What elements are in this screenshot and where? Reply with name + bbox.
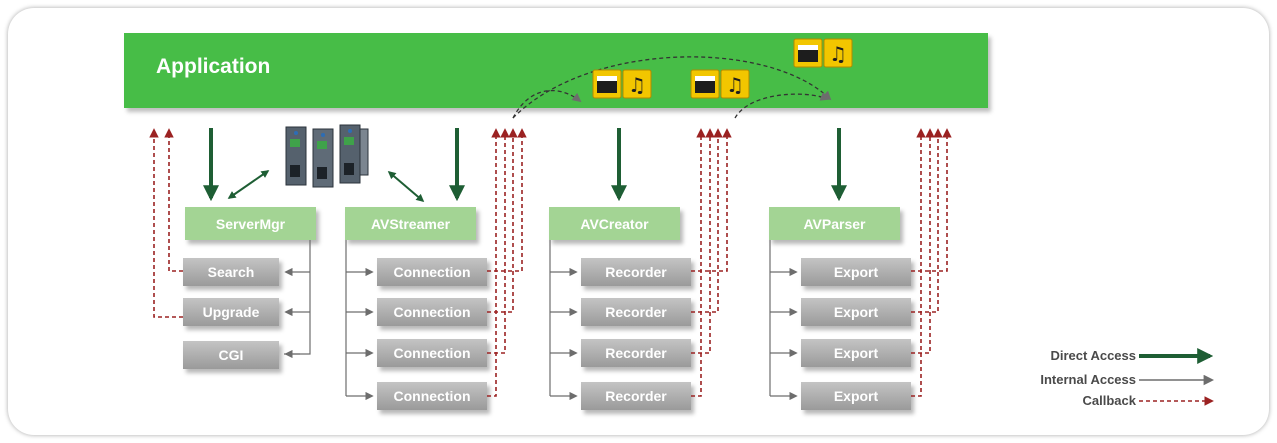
avcreator-recorder-2: Recorder <box>581 298 691 326</box>
component-servermgr: ServerMgr <box>185 207 316 240</box>
avparser-export-4: Export <box>801 382 911 410</box>
avcreator-recorder-1: Recorder <box>581 258 691 286</box>
avparser-export-3: Export <box>801 339 911 367</box>
legend-direct-label: Direct Access <box>1050 348 1136 363</box>
avcreator-recorder-4: Recorder <box>581 382 691 410</box>
component-avcreator: AVCreator <box>549 207 680 240</box>
avstreamer-connection-3: Connection <box>377 339 487 367</box>
servermgr-child-search: Search <box>183 258 279 286</box>
servermgr-child-cgi: CGI <box>183 341 279 369</box>
application-title: Application <box>156 55 271 78</box>
application-bar: Application <box>124 33 988 108</box>
avparser-export-1: Export <box>801 258 911 286</box>
avcreator-recorder-3: Recorder <box>581 339 691 367</box>
avstreamer-connection-4: Connection <box>377 382 487 410</box>
avstreamer-connection-1: Connection <box>377 258 487 286</box>
avstreamer-connection-2: Connection <box>377 298 487 326</box>
legend-internal-label: Internal Access <box>1040 372 1136 387</box>
component-avstreamer: AVStreamer <box>345 207 476 240</box>
servermgr-child-upgrade: Upgrade <box>183 298 279 326</box>
legend-callback-label: Callback <box>1082 393 1136 408</box>
avparser-export-2: Export <box>801 298 911 326</box>
component-avparser: AVParser <box>769 207 900 240</box>
